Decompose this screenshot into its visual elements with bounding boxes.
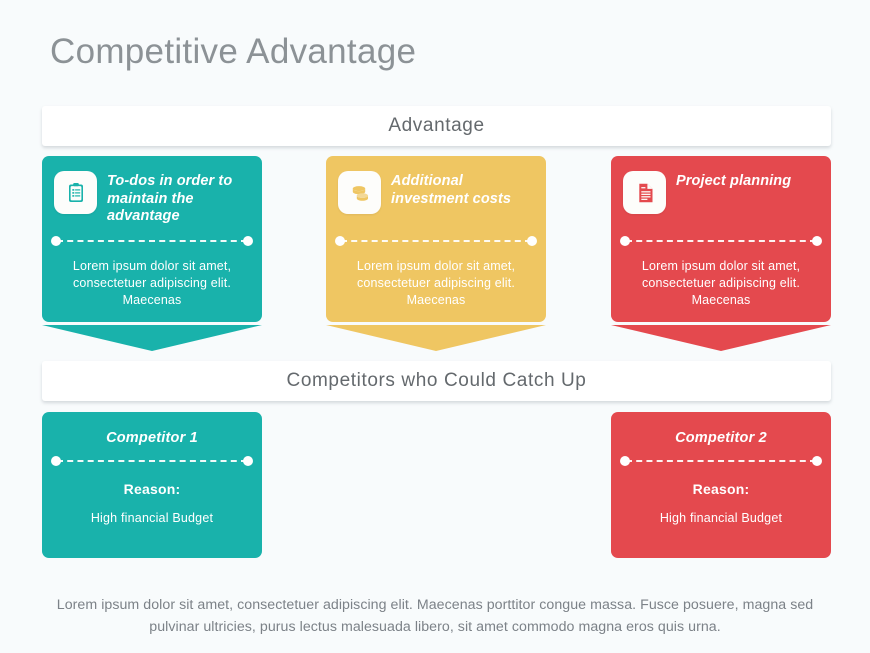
advantage-card-title: Additional investment costs [391, 173, 512, 207]
advantage-card-text: Lorem ipsum dolor sit amet, consectetuer… [72, 259, 232, 307]
competitor-card-title: Competitor 1 [106, 430, 198, 446]
divider-dot-left [335, 236, 345, 246]
divider-dashed-line [57, 460, 247, 462]
card-divider [51, 235, 253, 247]
advantage-card-body[interactable]: Project planning Lorem ipsum dolor sit a… [611, 156, 831, 322]
competitor-reason-value: High financial Budget [90, 511, 214, 525]
competitor-reason-label: Reason: [692, 481, 750, 497]
competitor-cards-row: Competitor 1 Reason: High financial Budg… [42, 412, 831, 558]
advantage-card[interactable]: To-dos in order to maintain the advantag… [42, 156, 262, 352]
card-divider [51, 455, 253, 467]
card-divider [620, 455, 822, 467]
competitor-card[interactable]: Competitor 2 Reason: High financial Budg… [611, 412, 831, 558]
section-bar-advantage[interactable]: Advantage [42, 106, 831, 146]
advantage-card-body[interactable]: Additional investment costs Lorem ipsum … [326, 156, 546, 322]
divider-dot-right [243, 456, 253, 466]
divider-dashed-line [626, 240, 816, 242]
section-bar-advantage-label: Advantage [388, 115, 485, 136]
advantage-cards-row: To-dos in order to maintain the advantag… [42, 156, 831, 352]
divider-dashed-line [57, 240, 247, 242]
card-divider [335, 235, 537, 247]
advantage-card-body[interactable]: To-dos in order to maintain the advantag… [42, 156, 262, 322]
money-stack-icon [338, 171, 381, 214]
advantage-card-title: Project planning [676, 173, 792, 189]
advantage-card-header: To-dos in order to maintain the advantag… [42, 156, 262, 226]
divider-dot-left [51, 456, 61, 466]
card-divider [620, 235, 822, 247]
down-arrow-icon [326, 325, 546, 351]
page-title: Competitive Advantage [50, 32, 417, 71]
divider-dot-right [243, 236, 253, 246]
advantage-card-text: Lorem ipsum dolor sit amet, consectetuer… [641, 259, 801, 307]
divider-dot-right [812, 456, 822, 466]
divider-dot-right [527, 236, 537, 246]
footer-text: Lorem ipsum dolor sit amet, consectetuer… [56, 597, 814, 635]
document-file-icon [623, 171, 666, 214]
advantage-card-header: Project planning [611, 156, 831, 226]
competitor-reason-label: Reason: [123, 481, 181, 497]
divider-dot-left [620, 236, 630, 246]
section-bar-competitors[interactable]: Competitors who Could Catch Up [42, 361, 831, 401]
advantage-card-header: Additional investment costs [326, 156, 546, 226]
divider-dashed-line [341, 240, 531, 242]
advantage-card[interactable]: Additional investment costs Lorem ipsum … [326, 156, 546, 352]
advantage-card[interactable]: Project planning Lorem ipsum dolor sit a… [611, 156, 831, 352]
clipboard-checklist-icon [54, 171, 97, 214]
competitor-reason-value: High financial Budget [659, 511, 783, 525]
divider-dot-left [51, 236, 61, 246]
divider-dot-left [620, 456, 630, 466]
down-arrow-icon [42, 325, 262, 351]
competitor-card[interactable]: Competitor 1 Reason: High financial Budg… [42, 412, 262, 558]
section-bar-competitors-label: Competitors who Could Catch Up [286, 370, 587, 391]
down-arrow-icon [611, 325, 831, 351]
competitor-card-title: Competitor 2 [675, 430, 767, 446]
advantage-card-title: To-dos in order to maintain the advantag… [107, 173, 233, 224]
divider-dashed-line [626, 460, 816, 462]
divider-dot-right [812, 236, 822, 246]
advantage-card-text: Lorem ipsum dolor sit amet, consectetuer… [356, 259, 516, 307]
